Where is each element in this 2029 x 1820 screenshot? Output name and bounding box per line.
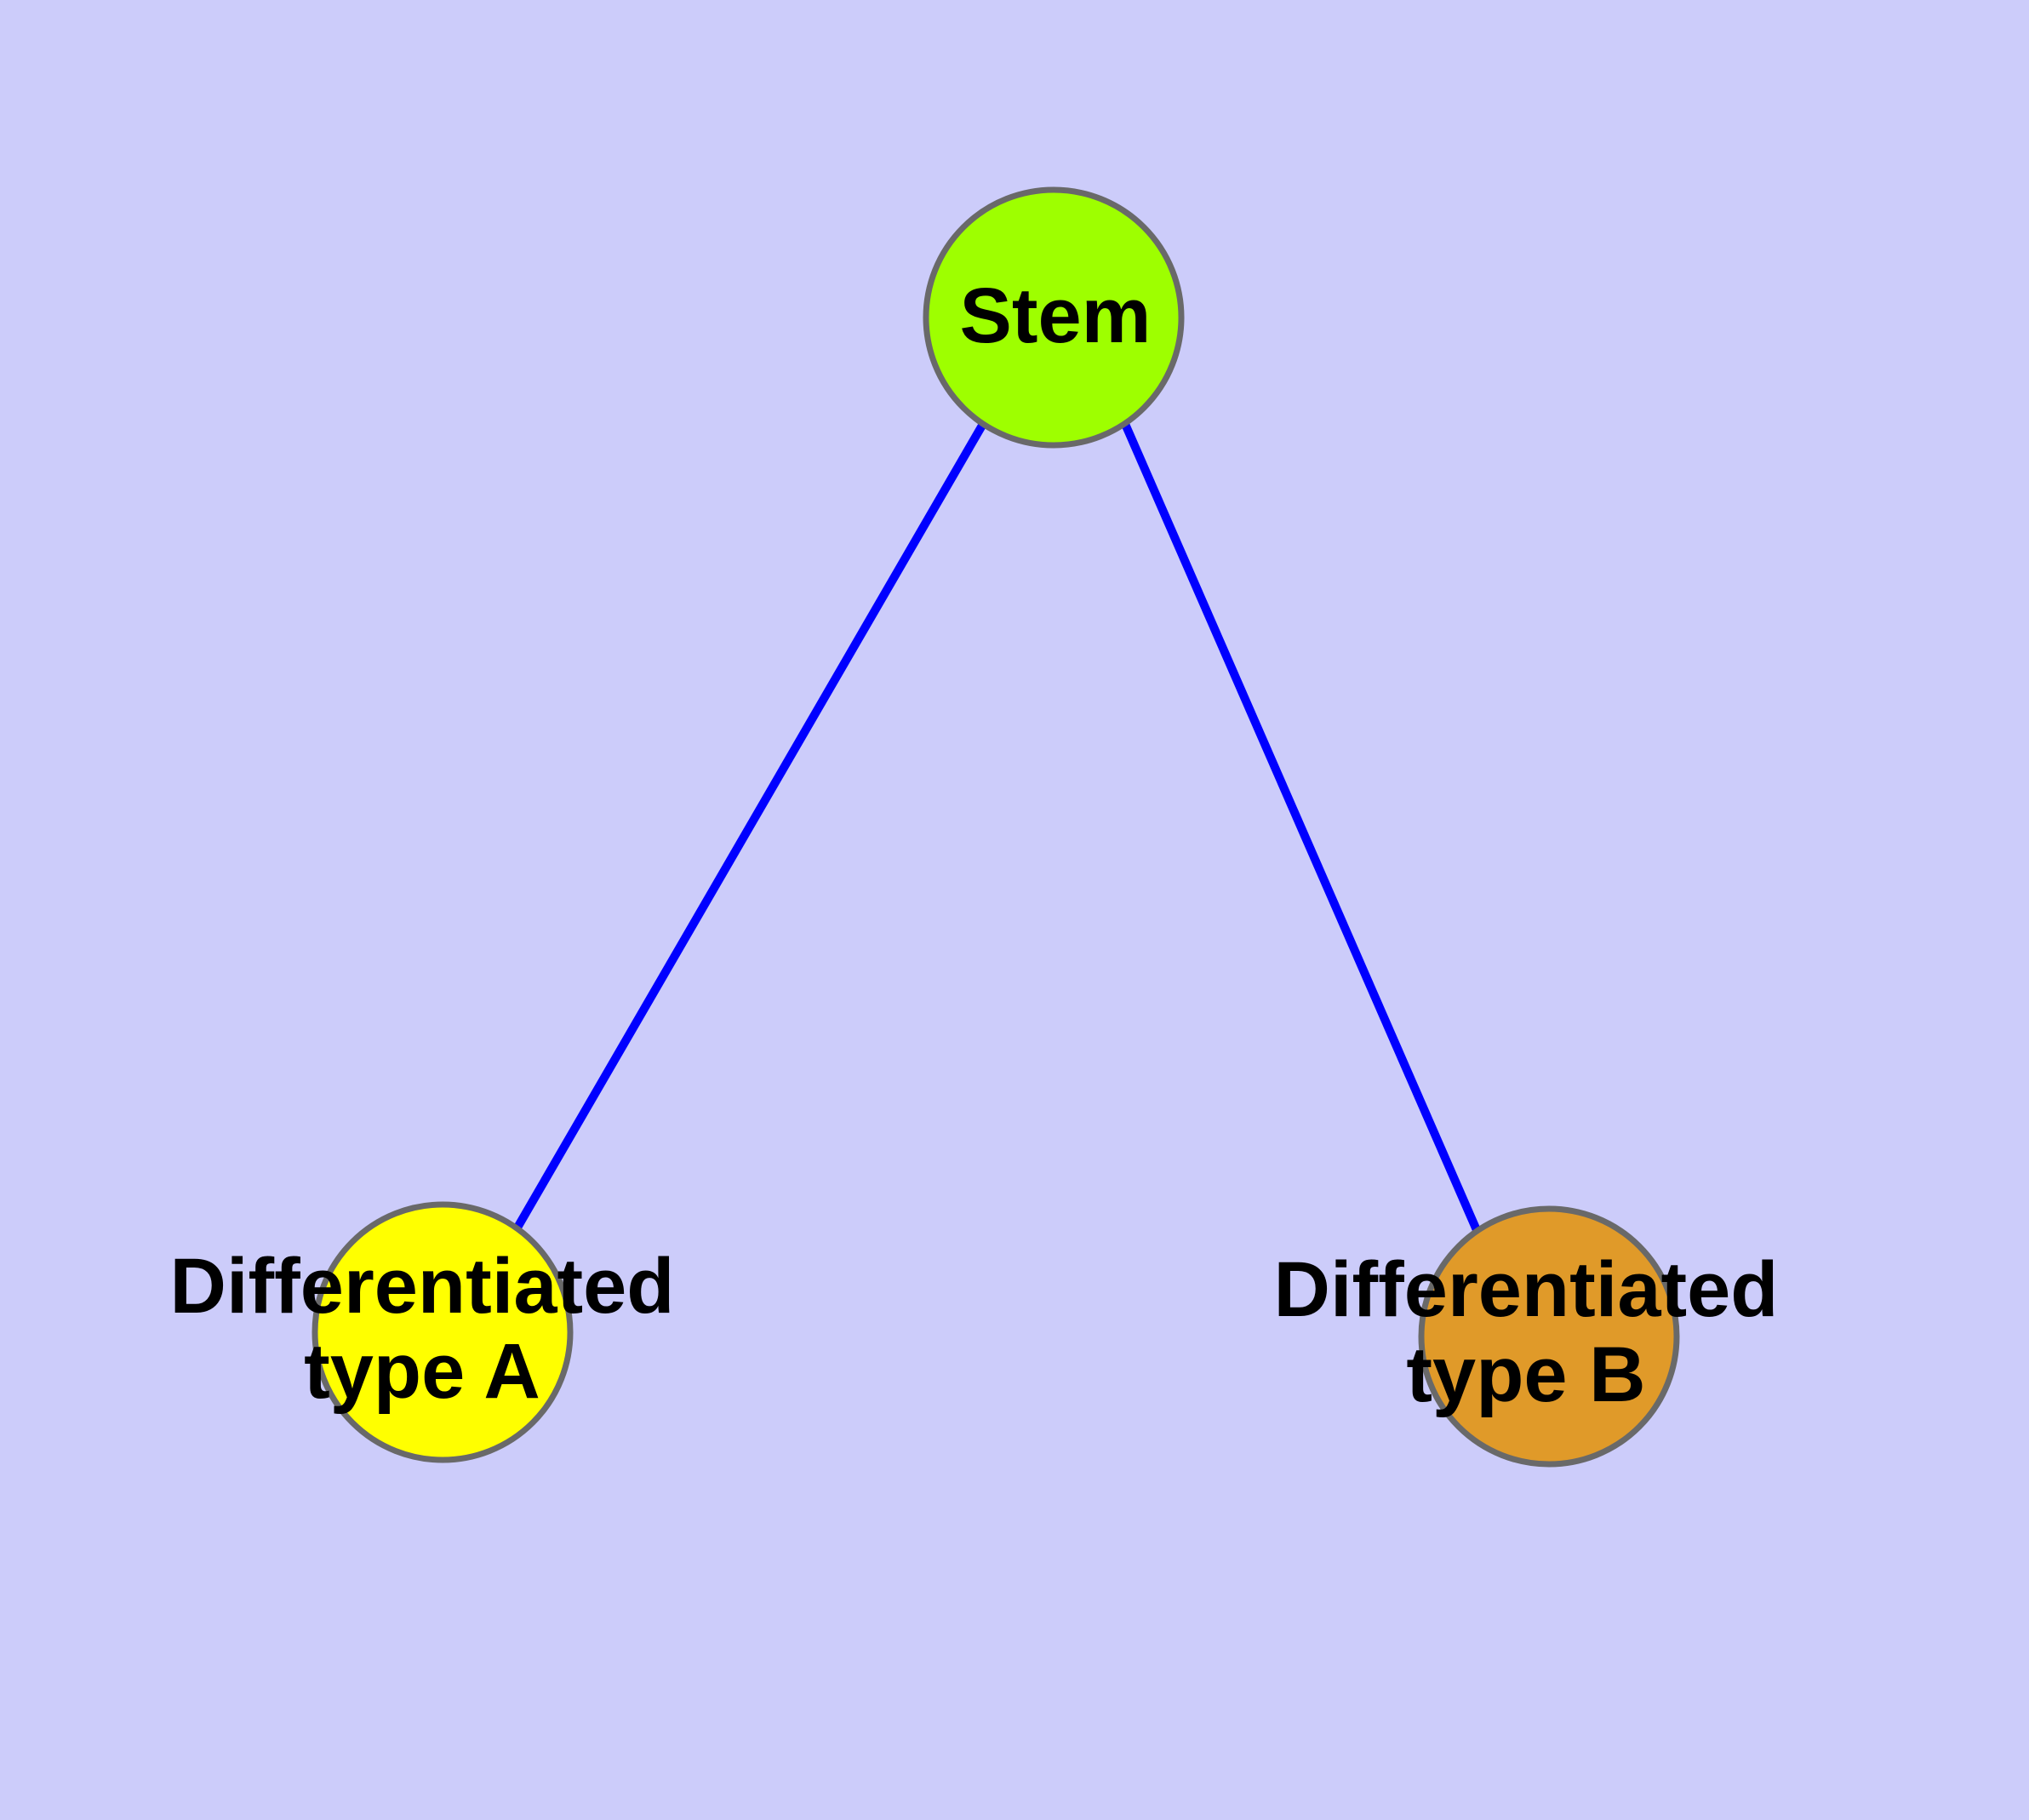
graph-node-label-line: Differentiated (170, 1243, 675, 1330)
nodes-group (311, 186, 1680, 1468)
graph-edge-stem-to-diff-b (1121, 422, 1481, 1232)
graph-node-label-line: type B (1406, 1331, 1645, 1418)
graph-node-label-line: type A (304, 1328, 540, 1415)
edges-group (513, 421, 1481, 1232)
graph-edge-stem-to-diff-a (513, 421, 987, 1230)
graph-node-label-line: Stem (960, 272, 1152, 359)
graph-node-diff-a[interactable] (311, 1201, 574, 1463)
graph-node-diff-b[interactable] (1418, 1205, 1680, 1468)
graph-node-label-stem: Stem (960, 272, 1152, 359)
graph-node-stem[interactable] (923, 186, 1185, 449)
graph-node-label-line: Differentiated (1274, 1246, 1779, 1333)
